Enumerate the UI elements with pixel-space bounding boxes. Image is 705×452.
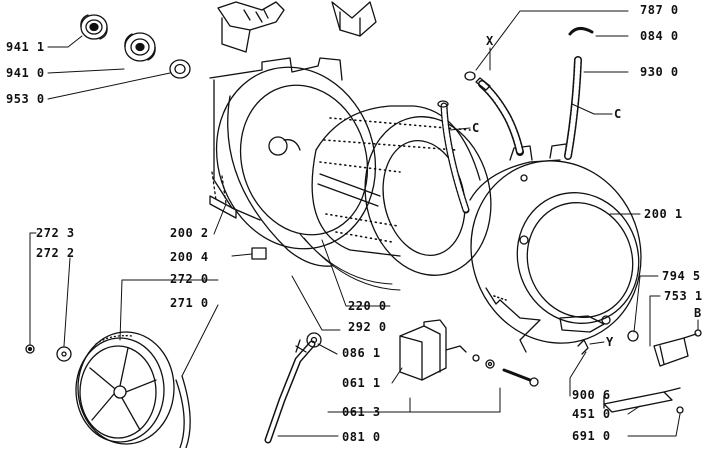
washer-272-3 bbox=[25, 344, 35, 354]
label-272-3: 272 3 bbox=[36, 226, 75, 240]
label-084-0: 084 0 bbox=[640, 29, 679, 43]
front-tub bbox=[469, 143, 642, 353]
callout-c-right: C bbox=[614, 107, 622, 121]
label-200-4: 200 4 bbox=[170, 250, 209, 264]
drum bbox=[311, 105, 492, 276]
callout-c-left: C bbox=[472, 121, 480, 135]
counterweight-fragment bbox=[217, 1, 377, 53]
bearing-941-1 bbox=[80, 14, 108, 40]
label-272-2: 272 2 bbox=[36, 246, 75, 260]
label-086-1: 086 1 bbox=[342, 346, 381, 360]
label-794-5: 794 5 bbox=[662, 269, 701, 283]
label-292-0: 292 0 bbox=[348, 320, 387, 334]
clamp-y bbox=[577, 339, 589, 355]
label-787-0: 787 0 bbox=[640, 3, 679, 17]
hose-x-bellows bbox=[464, 71, 524, 156]
callout-y: Y bbox=[606, 335, 614, 349]
label-941-0: 941 0 bbox=[6, 66, 45, 80]
label-953-0: 953 0 bbox=[6, 92, 45, 106]
label-061-3: 061 3 bbox=[342, 405, 381, 419]
fixings-061-3 bbox=[472, 354, 539, 387]
pulley-272-0 bbox=[75, 331, 175, 445]
label-451-0: 451 0 bbox=[572, 407, 611, 421]
belt-271-0 bbox=[175, 375, 191, 449]
leaders-bearings bbox=[47, 35, 171, 100]
hose-left-c bbox=[437, 100, 470, 214]
washer-272-2 bbox=[56, 346, 72, 362]
label-061-1: 061 1 bbox=[342, 376, 381, 390]
washer-794-5 bbox=[627, 330, 639, 342]
seal-953-0 bbox=[169, 59, 191, 79]
shock-absorber-081-0 bbox=[264, 332, 322, 444]
label-930-0: 930 0 bbox=[640, 65, 679, 79]
label-941-1: 941 1 bbox=[6, 40, 45, 54]
label-753-1: 753 1 bbox=[664, 289, 703, 303]
label-272-0: 272 0 bbox=[170, 272, 209, 286]
bearing-941-0 bbox=[124, 32, 156, 62]
clip-200-4 bbox=[251, 247, 267, 260]
label-691-0: 691 0 bbox=[572, 429, 611, 443]
heater-451-0 bbox=[603, 387, 684, 414]
label-900-6: 900 6 bbox=[572, 388, 611, 402]
label-200-1: 200 1 bbox=[644, 207, 683, 221]
bracket-061-1 bbox=[399, 319, 467, 381]
callout-x: X bbox=[486, 34, 494, 48]
leader-lines bbox=[29, 10, 699, 437]
hose-930-0 bbox=[564, 27, 594, 160]
callout-b: B bbox=[694, 306, 702, 320]
label-200-2: 200 2 bbox=[170, 226, 209, 240]
label-220-0: 220 0 bbox=[348, 299, 387, 313]
label-081-0: 081 0 bbox=[342, 430, 381, 444]
label-271-0: 271 0 bbox=[170, 296, 209, 310]
sensor-753-1 bbox=[653, 329, 702, 367]
